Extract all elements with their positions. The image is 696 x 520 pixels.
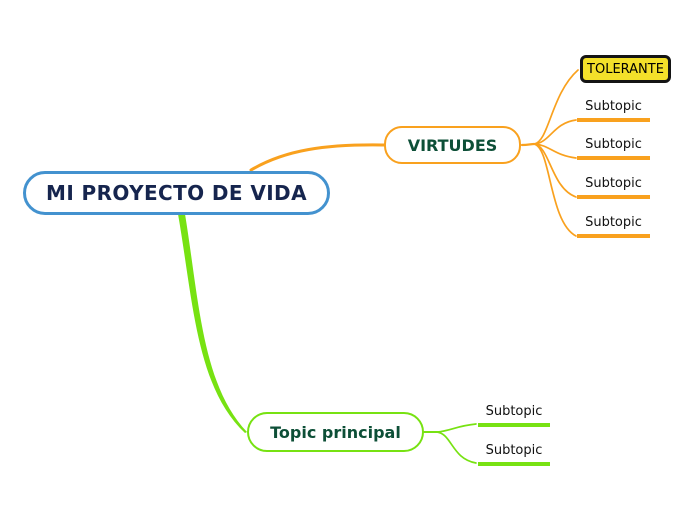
link-virtudes-subtopic-4 xyxy=(533,143,577,237)
link-tolerante xyxy=(533,69,579,145)
virtudes-subtopic-3[interactable]: Subtopic xyxy=(577,176,650,199)
virtudes-subtopic-4[interactable]: Subtopic xyxy=(577,215,650,238)
virtudes-subtopic-1[interactable]: Subtopic xyxy=(577,99,650,122)
tolerante-node[interactable]: TOLERANTE xyxy=(580,55,671,83)
branch-line-virtudes xyxy=(249,143,386,172)
root-node[interactable]: MI PROYECTO DE VIDA xyxy=(23,171,330,215)
link-topic-subtopic-1 xyxy=(436,423,477,433)
virtudes-subtopic-2[interactable]: Subtopic xyxy=(577,137,650,160)
branch-line-topic-principal xyxy=(178,214,247,433)
link-topic-subtopic-2 xyxy=(436,431,477,464)
topic-subtopic-2[interactable]: Subtopic xyxy=(478,443,550,466)
link-virtudes-subtopic-1 xyxy=(533,119,577,145)
virtudes-junction-stub xyxy=(520,142,536,147)
virtudes-node[interactable]: VIRTUDES xyxy=(384,126,521,164)
topic-principal-node[interactable]: Topic principal xyxy=(247,412,424,452)
topic-subtopic-1[interactable]: Subtopic xyxy=(478,404,550,427)
